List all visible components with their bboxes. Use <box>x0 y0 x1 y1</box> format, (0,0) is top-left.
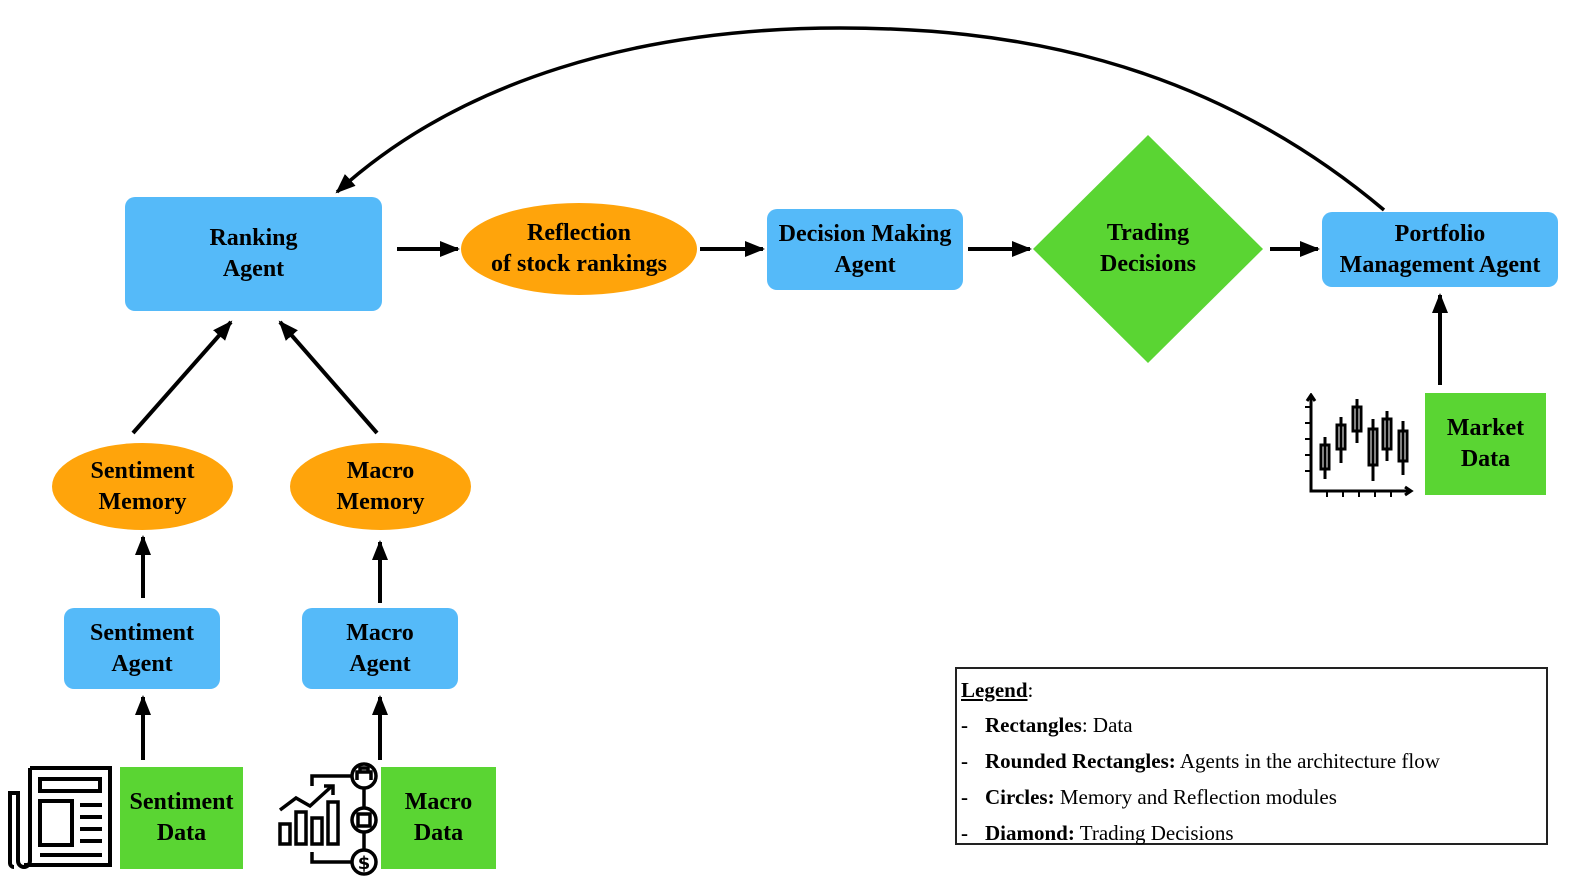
decision-agent-line1: Decision Making <box>778 220 952 247</box>
legend-title-colon: : <box>1027 678 1034 702</box>
macro-agent-line1: Macro <box>346 619 414 646</box>
portfolio-management-agent: Portfolio Management Agent <box>1322 212 1558 287</box>
macro-memory: Macro Memory <box>290 443 471 530</box>
sentiment-data: Sentiment Data <box>120 767 243 869</box>
macro-agent: Macro Agent <box>302 608 458 689</box>
trading-line2: Decisions <box>1100 251 1196 277</box>
sentiment-memory: Sentiment Memory <box>52 443 233 530</box>
sentiment-agent-line2: Agent <box>111 650 173 677</box>
portfolio-agent-line1: Portfolio <box>1394 220 1486 247</box>
portfolio-agent-line2: Management Agent <box>1339 251 1541 278</box>
decision-agent-line2: Agent <box>834 251 896 278</box>
legend-dash: - <box>961 821 968 845</box>
market-data: Market Data <box>1425 393 1546 495</box>
svg-text:$: $ <box>358 853 371 874</box>
ranking-agent-line2: Agent <box>222 256 285 282</box>
trading-line1: Trading <box>1106 220 1190 246</box>
macro-data: Macro Data <box>381 767 496 869</box>
legend-dash: - <box>961 749 968 773</box>
legend-title: Legend <box>961 678 1028 702</box>
sentiment-memory-line1: Sentiment <box>90 457 195 484</box>
sentiment-agent: Sentiment Agent <box>64 608 220 689</box>
sentiment-agent-line1: Sentiment <box>90 619 194 646</box>
reflection-line1: Reflection <box>527 220 631 246</box>
arrow-macro-memory-to-ranking <box>278 320 379 435</box>
legend-header: Legend: <box>961 673 1546 707</box>
diamond-shape <box>1033 135 1263 363</box>
legend-desc: Memory and Reflection modules <box>1054 785 1337 809</box>
ranking-agent: Ranking Agent <box>125 197 382 311</box>
decision-making-agent: Decision Making Agent <box>767 209 963 290</box>
legend-dash: - <box>961 713 968 737</box>
sentiment-data-line2: Data <box>156 820 207 846</box>
legend-sep: : <box>1081 713 1088 737</box>
macro-data-line2: Data <box>413 820 464 846</box>
ranking-agent-line1: Ranking <box>209 225 298 251</box>
arrow-portfolio-to-ranking <box>335 26 1386 212</box>
trading-decisions: Trading Decisions <box>1033 135 1263 363</box>
reflection-module: Reflection of stock rankings <box>461 203 697 295</box>
legend-term: Circles: <box>985 785 1055 809</box>
macro-memory-line1: Macro <box>346 457 415 484</box>
legend-term: Rectangles <box>985 713 1082 737</box>
finance-flow-icon: $ <box>278 762 378 876</box>
legend-desc: Trading Decisions <box>1074 821 1234 845</box>
market-data-line1: Market <box>1446 415 1525 441</box>
macro-agent-line2: Agent <box>349 650 411 677</box>
legend-term: Rounded Rectangles: <box>985 749 1176 773</box>
macro-data-line1: Macro <box>404 789 473 815</box>
legend-desc: Data <box>1087 713 1133 737</box>
legend-item: -Rectangles: Data <box>961 707 1546 743</box>
legend: Legend: -Rectangles: Data -Rounded Recta… <box>955 667 1548 845</box>
newspaper-icon <box>8 766 112 869</box>
reflection-line2: of stock rankings <box>490 251 668 277</box>
arrow-sentiment-memory-to-ranking <box>131 320 233 435</box>
legend-desc: Agents in the architecture flow <box>1175 749 1440 773</box>
macro-memory-line2: Memory <box>336 488 425 515</box>
legend-item: -Circles: Memory and Reflection modules <box>961 779 1546 815</box>
legend-item: -Rounded Rectangles: Agents in the archi… <box>961 743 1546 779</box>
market-data-line2: Data <box>1460 446 1511 472</box>
legend-term: Diamond: <box>985 821 1075 845</box>
legend-item: -Diamond: Trading Decisions <box>961 815 1546 851</box>
sentiment-memory-line2: Memory <box>98 488 187 515</box>
candlestick-chart-icon <box>1305 393 1414 497</box>
legend-dash: - <box>961 785 968 809</box>
sentiment-data-line1: Sentiment <box>129 789 234 815</box>
